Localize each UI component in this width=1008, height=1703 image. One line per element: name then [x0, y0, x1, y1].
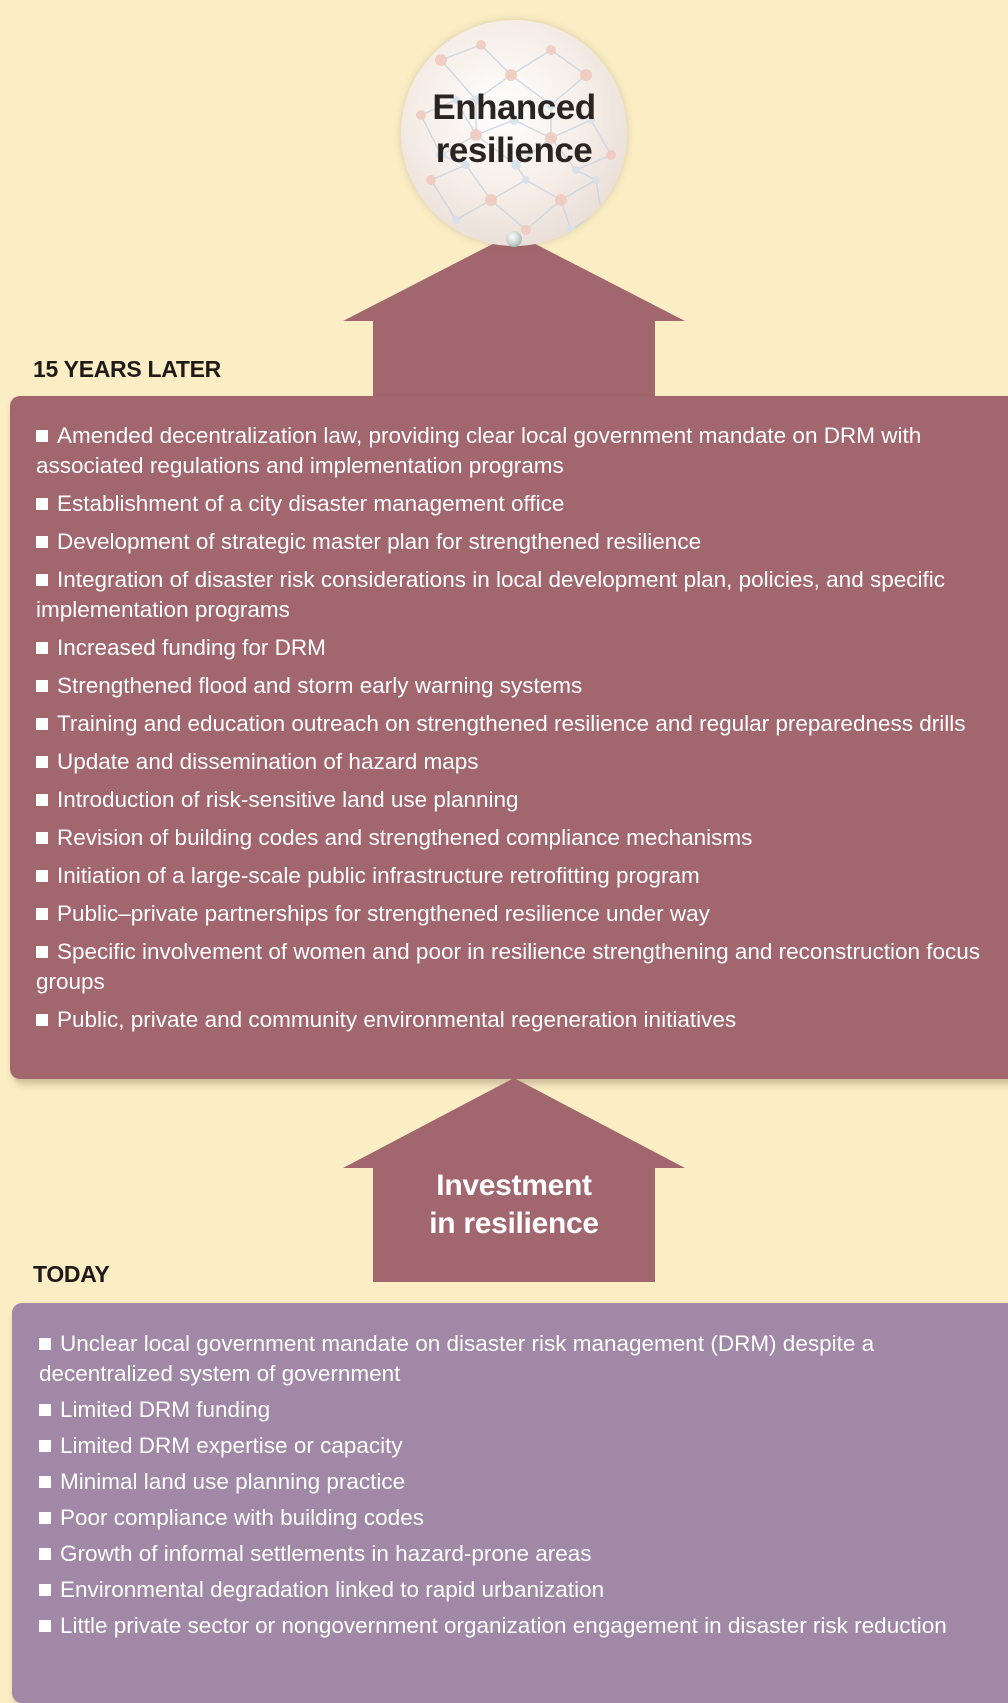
today-item-text: Unclear local government mandate on disa… [39, 1331, 875, 1386]
square-bullet-icon [39, 1584, 51, 1596]
today-item-text: Environmental degradation linked to rapi… [60, 1577, 605, 1602]
later-item-text: Integration of disaster risk considerati… [36, 567, 945, 622]
enhanced-resilience-title: Enhanced resilience [401, 86, 627, 172]
circle-knob-icon [506, 231, 522, 247]
later-item-text: Development of strategic master plan for… [57, 529, 702, 554]
today-box: Unclear local government mandate on disa… [12, 1303, 1008, 1703]
later-list-item: Amended decentralization law, providing … [36, 421, 1000, 481]
square-bullet-icon [39, 1440, 51, 1452]
square-bullet-icon [36, 794, 48, 806]
later-list-item: Update and dissemination of hazard maps [36, 747, 1000, 777]
today-item-text: Limited DRM funding [60, 1397, 271, 1422]
later-list-item: Development of strategic master plan for… [36, 527, 1000, 557]
today-item-text: Minimal land use planning practice [60, 1469, 406, 1494]
arrow-to-enhanced-resilience [343, 233, 685, 401]
investment-arrow [343, 1078, 685, 1282]
later-list-item: Integration of disaster risk considerati… [36, 565, 1000, 625]
later-item-text: Public, private and community environmen… [57, 1007, 737, 1032]
square-bullet-icon [39, 1338, 51, 1350]
later-list-item: Introduction of risk-sensitive land use … [36, 785, 1000, 815]
square-bullet-icon [36, 870, 48, 882]
later-item-text: Establishment of a city disaster managem… [57, 491, 565, 516]
square-bullet-icon [36, 680, 48, 692]
later-item-text: Introduction of risk-sensitive land use … [57, 787, 519, 812]
later-list-item: Public, private and community environmen… [36, 1005, 1000, 1035]
later-box: Amended decentralization law, providing … [10, 396, 1008, 1079]
square-bullet-icon [36, 946, 48, 958]
square-bullet-icon [36, 430, 48, 442]
today-list-item: Unclear local government mandate on disa… [39, 1329, 1002, 1389]
later-list-item: Specific involvement of women and poor i… [36, 937, 1000, 997]
investment-label: Investment in resilience [374, 1167, 654, 1243]
square-bullet-icon [36, 1014, 48, 1026]
later-list: Amended decentralization law, providing … [36, 421, 1000, 1035]
square-bullet-icon [36, 832, 48, 844]
today-item-text: Growth of informal settlements in hazard… [60, 1541, 592, 1566]
later-list-item: Increased funding for DRM [36, 633, 1000, 663]
investment-label-line1: Investment [436, 1169, 592, 1202]
today-item-text: Little private sector or nongovernment o… [60, 1613, 947, 1638]
square-bullet-icon [36, 498, 48, 510]
today-item-text: Poor compliance with building codes [60, 1505, 424, 1530]
today-list-item: Growth of informal settlements in hazard… [39, 1539, 1002, 1569]
square-bullet-icon [36, 574, 48, 586]
later-list-item: Training and education outreach on stren… [36, 709, 1000, 739]
later-section-label: 15 YEARS LATER [33, 356, 221, 382]
later-list-item: Revision of building codes and strengthe… [36, 823, 1000, 853]
today-list-item: Little private sector or nongovernment o… [39, 1611, 1002, 1641]
today-list-item: Minimal land use planning practice [39, 1467, 1002, 1497]
square-bullet-icon [36, 536, 48, 548]
later-item-text: Specific involvement of women and poor i… [36, 939, 981, 994]
square-bullet-icon [39, 1404, 51, 1416]
square-bullet-icon [39, 1476, 51, 1488]
later-item-text: Increased funding for DRM [57, 635, 326, 660]
later-item-text: Amended decentralization law, providing … [36, 423, 922, 478]
today-list-item: Environmental degradation linked to rapi… [39, 1575, 1002, 1605]
later-item-text: Training and education outreach on stren… [57, 711, 966, 736]
later-item-text: Update and dissemination of hazard maps [57, 749, 479, 774]
square-bullet-icon [39, 1620, 51, 1632]
enhanced-resilience-circle: Enhanced resilience [401, 20, 627, 246]
today-list: Unclear local government mandate on disa… [39, 1329, 1002, 1641]
today-list-item: Limited DRM funding [39, 1395, 1002, 1425]
today-item-text: Limited DRM expertise or capacity [60, 1433, 403, 1458]
later-list-item: Strengthened flood and storm early warni… [36, 671, 1000, 701]
square-bullet-icon [36, 718, 48, 730]
square-bullet-icon [39, 1512, 51, 1524]
circle-title-line1: Enhanced [432, 88, 596, 127]
later-list-item: Initiation of a large-scale public infra… [36, 861, 1000, 891]
today-list-item: Poor compliance with building codes [39, 1503, 1002, 1533]
circle-title-line2: resilience [435, 131, 593, 170]
investment-label-line2: in resilience [429, 1207, 599, 1240]
today-section-label: TODAY [33, 1261, 110, 1287]
later-item-text: Strengthened flood and storm early warni… [57, 673, 583, 698]
square-bullet-icon [36, 642, 48, 654]
square-bullet-icon [39, 1548, 51, 1560]
later-item-text: Public–private partnerships for strength… [57, 901, 710, 926]
later-list-item: Establishment of a city disaster managem… [36, 489, 1000, 519]
later-item-text: Initiation of a large-scale public infra… [57, 863, 700, 888]
square-bullet-icon [36, 908, 48, 920]
later-list-item: Public–private partnerships for strength… [36, 899, 1000, 929]
molecule-pattern-icon [416, 40, 616, 235]
square-bullet-icon [36, 756, 48, 768]
today-list-item: Limited DRM expertise or capacity [39, 1431, 1002, 1461]
later-item-text: Revision of building codes and strengthe… [57, 825, 753, 850]
